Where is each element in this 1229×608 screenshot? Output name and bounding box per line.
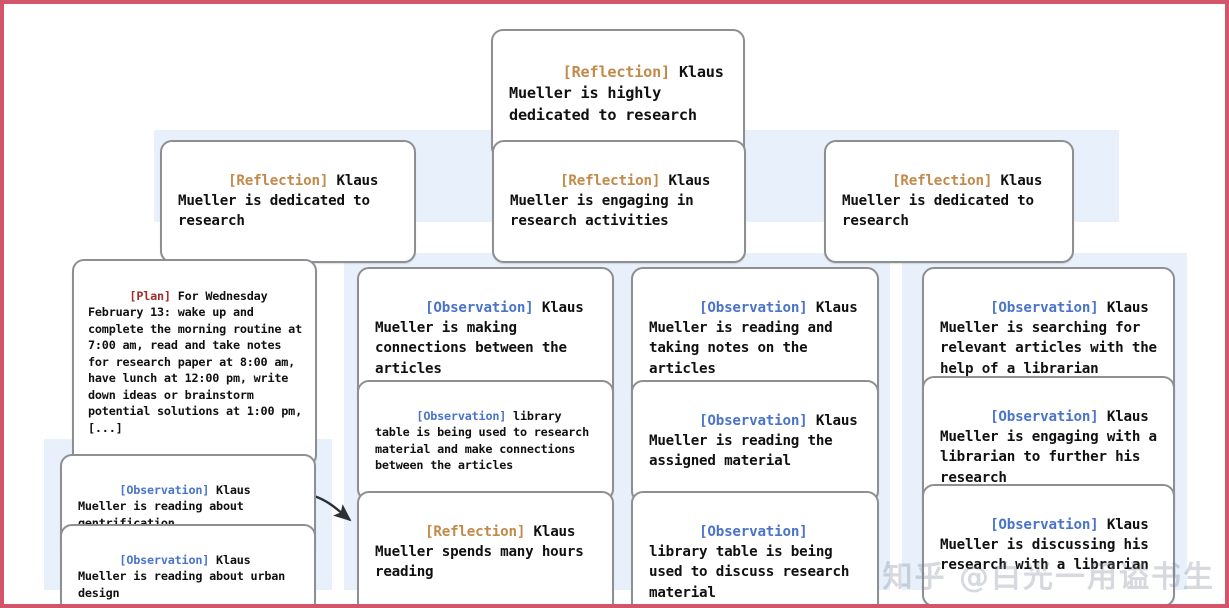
tag-reflection: [Reflection] <box>228 173 329 190</box>
tag-reflection: [Reflection] <box>425 524 526 541</box>
node-text: Klaus Mueller is highly dedicated to res… <box>509 62 733 124</box>
node-text: Klaus Mueller is reading the assigned ma… <box>649 413 866 470</box>
tag-observation: [Observation] <box>699 524 808 541</box>
tag-observation: [Observation] <box>416 408 507 423</box>
node-text: Klaus Mueller is reading and taking note… <box>649 300 866 377</box>
node-text: For Wednesday February 13: wake up and c… <box>88 288 309 435</box>
tag-observation: [Observation] <box>990 409 1099 426</box>
node-reflection-center[interactable]: [Reflection] Klaus Mueller is engaging i… <box>492 140 746 263</box>
node-text: Klaus Mueller is reading about urban des… <box>78 552 292 600</box>
node-text: Klaus Mueller is engaging in research ac… <box>510 173 719 230</box>
node-text: Klaus Mueller is dedicated to research <box>178 173 387 230</box>
node-column-c-3[interactable]: [Observation] Klaus Mueller is discussin… <box>922 484 1175 604</box>
tag-observation: [Observation] <box>699 413 808 430</box>
node-text: Klaus Mueller is discussing his research… <box>940 517 1157 574</box>
node-reflection-left[interactable]: [Reflection] Klaus Mueller is dedicated … <box>160 140 416 263</box>
diagram-canvas: [Reflection] Klaus Mueller is highly ded… <box>4 4 1225 604</box>
tag-reflection: [Reflection] <box>892 173 993 190</box>
tag-observation: [Observation] <box>119 552 210 567</box>
node-column-b-2[interactable]: [Observation] Klaus Mueller is reading t… <box>631 380 879 503</box>
node-text: Klaus Mueller is making connections betw… <box>375 300 592 377</box>
node-text: Klaus Mueller is searching for relevant … <box>940 300 1166 377</box>
node-text: Klaus Mueller is dedicated to research <box>842 173 1051 230</box>
tag-observation: [Observation] <box>990 517 1099 534</box>
node-root-reflection[interactable]: [Reflection] Klaus Mueller is highly ded… <box>491 29 745 159</box>
tag-observation: [Observation] <box>699 300 808 317</box>
node-text: Klaus Mueller spends many hours reading <box>375 524 592 581</box>
node-column-a-2[interactable]: [Observation] library table is being use… <box>357 380 614 502</box>
tag-reflection: [Reflection] <box>562 62 671 81</box>
watermark: 知乎 @白光一用谥书生 <box>882 560 1215 595</box>
node-text: library table is being used to research … <box>375 408 596 473</box>
node-plan[interactable]: [Plan] For Wednesday February 13: wake u… <box>72 259 317 467</box>
tag-observation: [Observation] <box>119 482 210 497</box>
node-text: library table is being used to discuss r… <box>649 524 858 601</box>
tag-plan: [Plan] <box>129 288 171 303</box>
node-column-b-3[interactable]: [Observation] library table is being use… <box>631 491 879 604</box>
node-column-a-3[interactable]: [Reflection] Klaus Mueller spends many h… <box>357 491 614 604</box>
tag-observation: [Observation] <box>425 300 534 317</box>
node-text: Klaus Mueller is engaging with a librari… <box>940 409 1166 486</box>
tag-observation: [Observation] <box>990 300 1099 317</box>
node-left-observation-2[interactable]: [Observation] Klaus Mueller is reading a… <box>60 524 316 604</box>
tag-reflection: [Reflection] <box>560 173 661 190</box>
node-reflection-right[interactable]: [Reflection] Klaus Mueller is dedicated … <box>824 140 1074 263</box>
